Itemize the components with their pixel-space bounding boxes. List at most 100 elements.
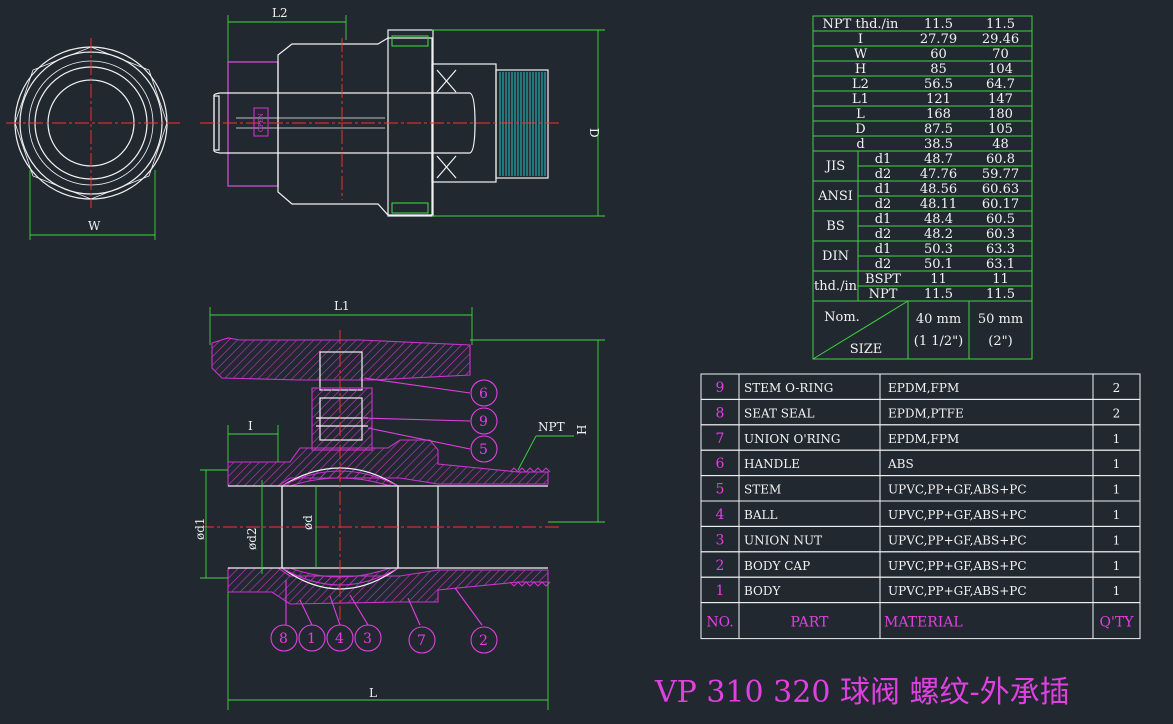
part-qty: 1 — [1113, 533, 1121, 547]
dim-thd-row-value-2: 11 — [992, 272, 1009, 287]
part-material: UPVC,PP+GF,ABS+PC — [888, 533, 1027, 547]
dim-group-row-value-1: 48.2 — [924, 227, 953, 242]
dim-header-label: NPT thd./in — [823, 17, 900, 32]
dim-row-value-2: 29.46 — [982, 32, 1019, 47]
npt-label: NPT — [538, 420, 565, 434]
dim-i-label: I — [248, 419, 253, 433]
dim-group-row-label: d2 — [875, 197, 892, 212]
part-number: 6 — [716, 456, 725, 472]
dim-group-row-value-1: 48.56 — [920, 182, 957, 197]
dim-size-col1-line1: 40 mm — [916, 312, 961, 327]
dim-group-name: JIS — [824, 159, 845, 174]
dim-row-value-1: 60 — [930, 47, 947, 62]
parts-footer-material: MATERIAL — [884, 615, 963, 631]
dim-d-label: D — [587, 128, 601, 138]
dim-group-row-value-2: 60.17 — [982, 197, 1019, 212]
part-qty: 1 — [1113, 508, 1121, 522]
dim-row-value-1: 87.5 — [924, 122, 953, 137]
parts-footer-no: NO. — [706, 615, 733, 631]
dim-group-row-value-2: 60.5 — [986, 212, 1015, 227]
dim-group-row-value-2: 60.63 — [982, 182, 1019, 197]
svg-text:7: 7 — [417, 633, 426, 649]
svg-text:9: 9 — [479, 414, 488, 430]
dim-size-col1-line2: (1 1/2") — [914, 334, 963, 349]
part-number: 7 — [716, 431, 725, 447]
dim-row-value-2: 64.7 — [986, 77, 1015, 92]
part-name: BALL — [744, 508, 777, 522]
svg-text:1: 1 — [307, 631, 316, 647]
dim-row-label: L2 — [852, 77, 869, 92]
thread-lines — [499, 72, 546, 176]
part-number: 8 — [716, 405, 725, 421]
dim-row-value-1: 27.79 — [920, 32, 957, 47]
balloon-2: 2 — [470, 626, 498, 654]
dim-header-value-2: 11.5 — [986, 17, 1015, 32]
dim-group-name: ANSI — [817, 189, 853, 204]
dim-group-row-label: d1 — [875, 152, 892, 167]
dim-row-value-2: 104 — [988, 62, 1013, 77]
part-name: SEAT SEAL — [744, 406, 814, 420]
handle-open-text: OPEN — [258, 113, 265, 132]
dim-header-value-1: 11.5 — [924, 17, 953, 32]
part-material: UPVC,PP+GF,ABS+PC — [888, 584, 1027, 598]
dim-group-name: DIN — [822, 249, 849, 264]
dim-group-row-label: d2 — [875, 257, 892, 272]
dim-row-value-2: 180 — [988, 107, 1013, 122]
dim-group-row-value-1: 48.11 — [920, 197, 957, 212]
part-qty: 1 — [1113, 457, 1121, 471]
dim-group-row-label: d1 — [875, 182, 892, 197]
balloon-7: 7 — [408, 626, 436, 654]
svg-text:8: 8 — [279, 631, 288, 647]
part-qty: 1 — [1113, 584, 1121, 598]
dim-l2-label: L2 — [272, 6, 288, 20]
dim-size-col2-line2: (2") — [988, 334, 1012, 349]
dim-row-label: D — [855, 122, 865, 137]
dim-group-row-label: d2 — [875, 167, 892, 182]
svg-text:2: 2 — [479, 633, 488, 649]
part-name: BODY CAP — [744, 559, 810, 573]
dim-row-value-1: 168 — [926, 107, 951, 122]
part-number: 1 — [716, 583, 725, 599]
part-qty: 2 — [1113, 406, 1121, 420]
balloon-9: 9 — [470, 407, 498, 435]
part-material: EPDM,PTFE — [888, 406, 964, 420]
part-number: 2 — [716, 558, 725, 574]
part-material: EPDM,FPM — [888, 432, 959, 446]
dim-group-row-value-1: 50.1 — [924, 257, 953, 272]
part-qty: 1 — [1113, 483, 1121, 497]
part-material: UPVC,PP+GF,ABS+PC — [888, 508, 1027, 522]
dim-group-name: BS — [826, 219, 844, 234]
part-name: HANDLE — [744, 457, 800, 471]
dim-thd-row-label: NPT — [869, 287, 898, 302]
part-qty: 1 — [1113, 432, 1121, 446]
dim-thd-name: thd./in — [814, 279, 858, 294]
dim-l1-label: L1 — [334, 299, 350, 313]
dim-thd-row-value-2: 11.5 — [986, 287, 1015, 302]
dim-group-row-value-1: 47.76 — [920, 167, 957, 182]
part-number: 4 — [716, 507, 725, 523]
balloon-6: 6 — [470, 379, 498, 407]
dim-d1-label: ød1 — [193, 517, 207, 540]
dim-size-col2-line1: 50 mm — [978, 312, 1023, 327]
dim-group-row-value-2: 59.77 — [982, 167, 1019, 182]
part-material: UPVC,PP+GF,ABS+PC — [888, 483, 1027, 497]
dim-group-row-value-1: 48.4 — [924, 212, 953, 227]
part-name: UNION O'RING — [744, 432, 841, 446]
parts-footer-qty: Q'TY — [1100, 615, 1135, 631]
part-qty: 2 — [1113, 381, 1121, 395]
dim-row-label: d — [856, 137, 864, 152]
balloon-3: 3 — [354, 624, 382, 652]
dim-group-row-value-1: 48.7 — [924, 152, 953, 167]
part-name: BODY — [744, 584, 782, 598]
dim-group-row-value-1: 50.3 — [924, 242, 953, 257]
dim-row-label: W — [854, 47, 868, 62]
part-name: UNION NUT — [744, 533, 822, 547]
dim-group-row-value-2: 63.1 — [986, 257, 1015, 272]
dim-d2-label: ød2 — [245, 527, 259, 550]
drawing-title: VP 310 320 球阀 螺纹-外承插 — [654, 675, 1070, 710]
balloon-4: 4 — [326, 624, 354, 652]
dim-group-row-value-2: 60.3 — [986, 227, 1015, 242]
top-view: L2 OPEN D — [200, 6, 605, 217]
end-view: W — [6, 38, 180, 240]
